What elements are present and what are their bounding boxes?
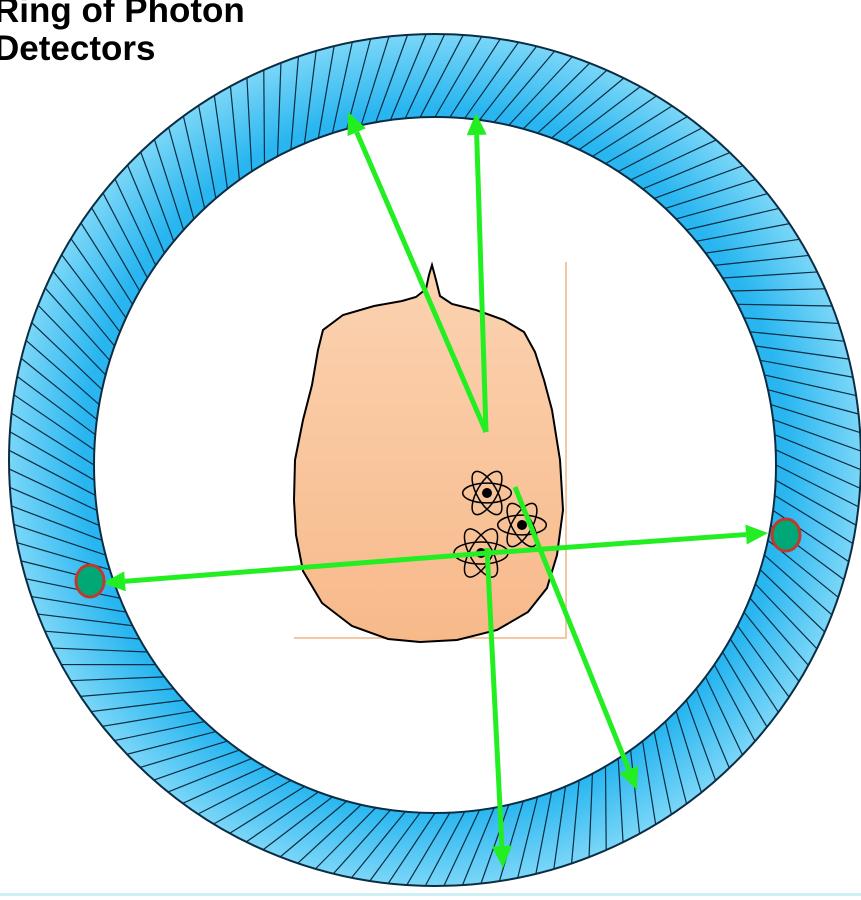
detector-hit-icon: [772, 519, 800, 551]
atom-nucleus: [482, 488, 492, 498]
footer-divider: [0, 893, 861, 896]
title-text: Ring of Photon Detectors: [0, 0, 245, 68]
gamma-ray-shaft: [515, 487, 629, 770]
detector-hit-icon: [76, 565, 104, 597]
detector-hit-left: [76, 565, 104, 597]
detector-hit-right: [772, 519, 800, 551]
detector-segment: [264, 70, 265, 164]
atom-nucleus: [517, 520, 527, 530]
head-outline: [294, 265, 563, 642]
gamma-ray-head: [745, 525, 768, 545]
detector-segment: [606, 766, 607, 850]
diagram-title: Ring of Photon Detectors: [0, 0, 414, 68]
